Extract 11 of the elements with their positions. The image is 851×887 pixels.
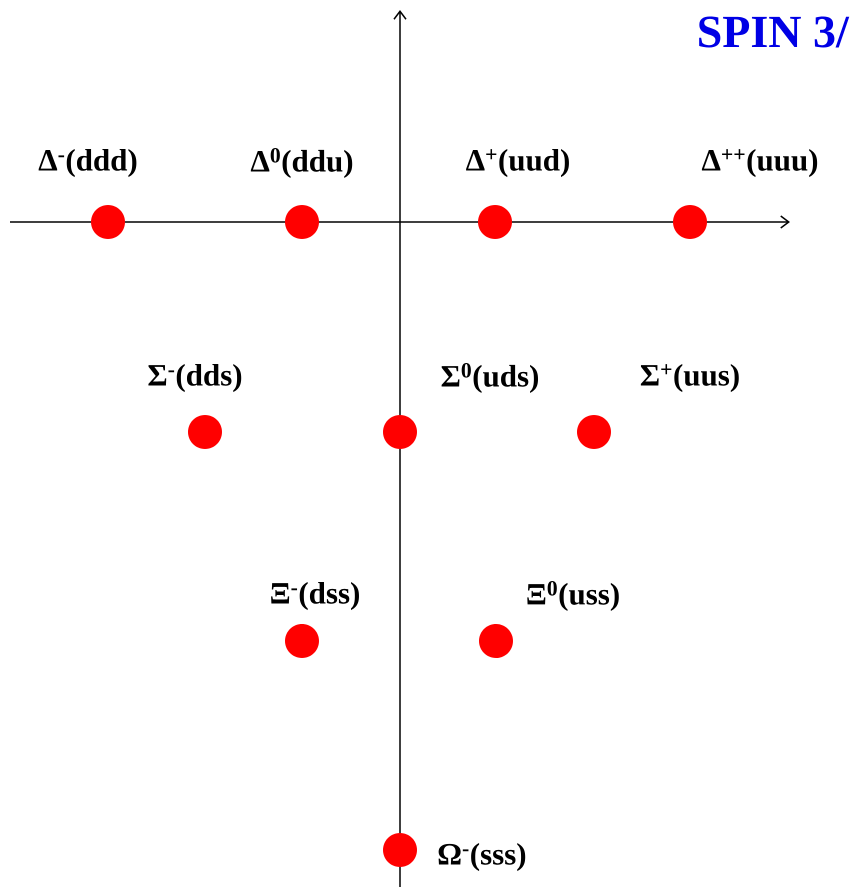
particle-label: Σ$^{-}$(dds): [148, 364, 242, 392]
particle-label: Ξ$^{-}$(dss): [271, 582, 359, 610]
particle-label: Ξ$^{0}$(uss): [527, 580, 619, 612]
particle-label: Δ$^{+}$(uud): [466, 148, 569, 178]
particle-label: Δ$^{0}$(ddu): [250, 148, 352, 178]
title: SPIN 3/: [699, 16, 850, 48]
particle-label: Δ$^{++}$(uuu): [702, 148, 818, 178]
particle-label: Σ$^{0}$(uds): [442, 362, 538, 394]
particle-label: Δ$^{-}$(ddd): [38, 148, 136, 178]
particle-label: Σ$^{+}$(uus): [640, 364, 739, 392]
particle-label: Ω$^{-}$(sss): [438, 842, 526, 872]
